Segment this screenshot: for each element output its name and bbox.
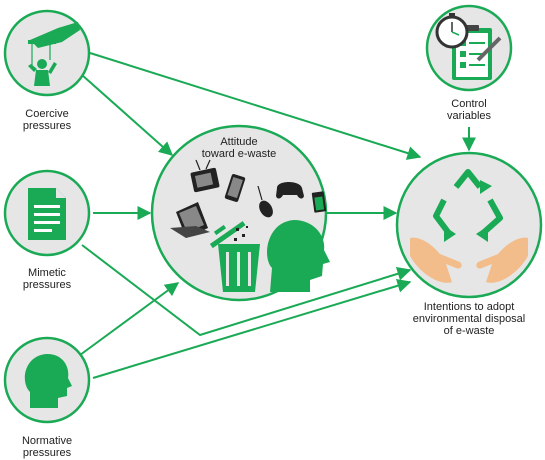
label-mimetic: Mimetic pressures [22,267,72,291]
node-mimetic [3,169,91,257]
arrow-normative-to-intentions [92,278,412,379]
label-coercive: Coercive pressures [22,108,72,132]
arrow-mimetic-to-intentions [81,244,412,337]
node-intentions [395,151,543,299]
head-icon [24,353,72,408]
puppet-hand-icon [28,22,80,86]
label-normative: Normative pressures [21,435,73,459]
label-control: Control variables [446,98,492,122]
node-attitude [150,124,330,302]
label-intentions: Intentions to adopt environmental dispos… [412,301,526,337]
node-coercive [3,9,91,97]
arrow-coercive-to-intentions [89,52,422,160]
arrow-coercive-to-attitude [81,74,174,156]
arrow-normative-to-attitude [79,282,180,356]
stopwatch-clipboard-icon [435,13,502,80]
document-icon [28,188,66,240]
arrows [79,52,476,379]
e-waste-icon [170,159,330,292]
node-control [425,4,513,92]
label-attitude: Attitude toward e-waste [201,136,277,160]
recycle-hands-icon [410,169,528,283]
node-normative [3,336,91,424]
